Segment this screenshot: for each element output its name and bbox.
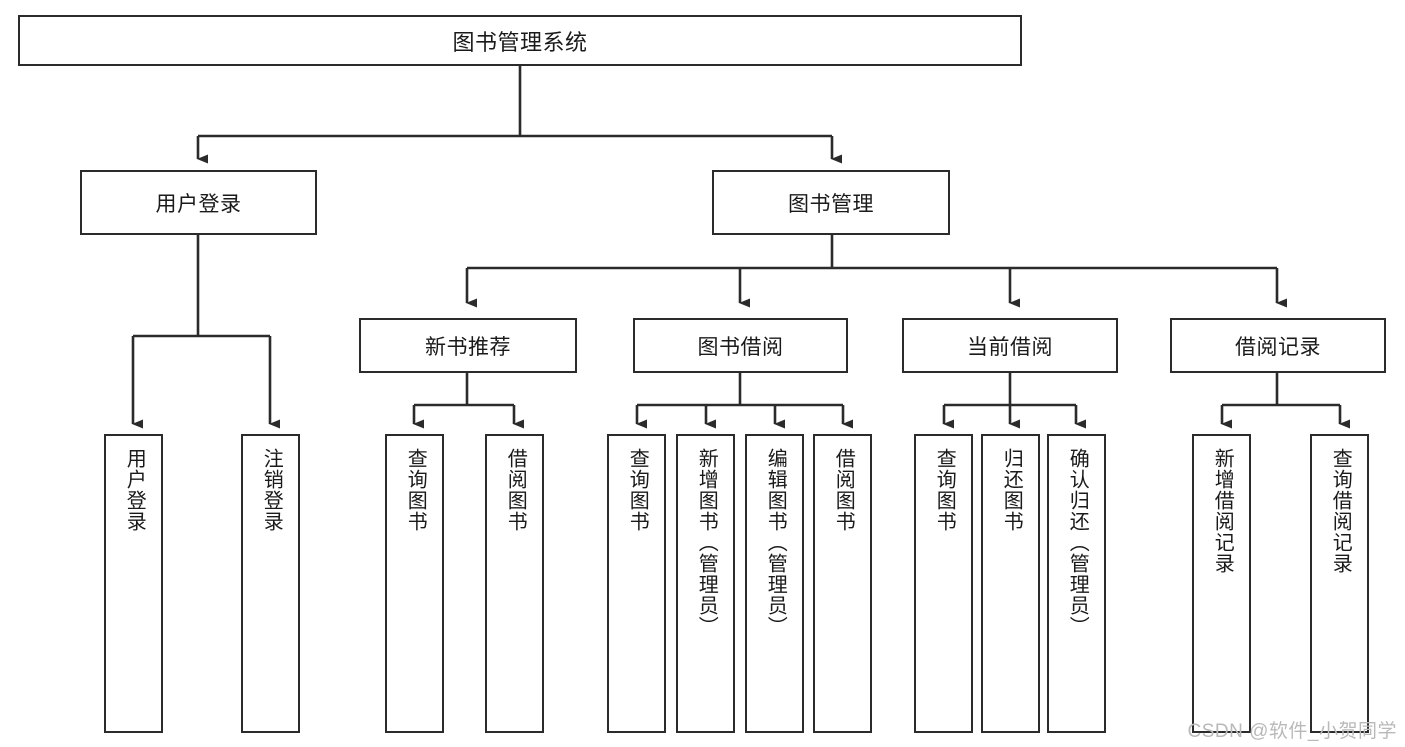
node-label: 借阅记录 (1235, 335, 1321, 359)
node-label: 查询图书 (626, 448, 649, 532)
node-label: 新书推荐 (425, 335, 511, 359)
node-label: 图书借阅 (697, 335, 784, 359)
node-leaf-add-record[interactable]: 新增借阅记录 (1192, 434, 1251, 733)
node-leaf-edit-book[interactable]: 编辑图书（管理员） (745, 434, 804, 733)
node-borrow-record[interactable]: 借阅记录 (1170, 318, 1386, 373)
node-label: 新增借阅记录 (1211, 448, 1234, 574)
node-label: 图书管理系统 (452, 29, 588, 55)
node-label: 查询图书 (933, 448, 956, 532)
node-leaf-borrow-book-2[interactable]: 借阅图书 (813, 434, 872, 733)
node-leaf-borrow-book-1[interactable]: 借阅图书 (485, 434, 544, 733)
node-label: 注销登录 (260, 448, 283, 532)
csdn-watermark: CSDN @软件_小贺同学 (1187, 721, 1397, 742)
node-current-borrow[interactable]: 当前借阅 (902, 318, 1118, 373)
node-label: 借阅图书 (832, 448, 855, 532)
node-leaf-query-record[interactable]: 查询借阅记录 (1310, 434, 1369, 733)
node-label: 用户登录 (155, 192, 242, 216)
node-leaf-query-book-3[interactable]: 查询图书 (914, 434, 973, 733)
node-leaf-confirm-return[interactable]: 确认归还（管理员） (1047, 434, 1106, 733)
node-label: 图书管理 (788, 192, 874, 216)
node-leaf-logout[interactable]: 注销登录 (241, 434, 300, 733)
node-label: 用户登录 (123, 448, 146, 532)
node-leaf-return-book[interactable]: 归还图书 (981, 434, 1040, 733)
node-label: 确认归还（管理员） (1066, 448, 1089, 637)
node-label: 借阅图书 (504, 448, 527, 532)
node-label: 查询图书 (404, 448, 427, 532)
node-label: 查询借阅记录 (1329, 448, 1352, 574)
node-book-borrow[interactable]: 图书借阅 (633, 318, 848, 373)
node-label: 编辑图书（管理员） (764, 448, 787, 637)
node-label: 归还图书 (1000, 448, 1023, 532)
node-leaf-user-login[interactable]: 用户登录 (104, 434, 163, 733)
node-label: 当前借阅 (967, 335, 1053, 359)
node-book-management[interactable]: 图书管理 (712, 170, 950, 235)
node-label: 新增图书（管理员） (695, 448, 718, 637)
node-root-book-management-system[interactable]: 图书管理系统 (18, 15, 1022, 66)
node-new-book-recommend[interactable]: 新书推荐 (359, 318, 577, 373)
node-leaf-add-book[interactable]: 新增图书（管理员） (676, 434, 735, 733)
node-leaf-query-book-1[interactable]: 查询图书 (385, 434, 444, 733)
node-user-login[interactable]: 用户登录 (80, 170, 317, 235)
node-leaf-query-book-2[interactable]: 查询图书 (607, 434, 666, 733)
